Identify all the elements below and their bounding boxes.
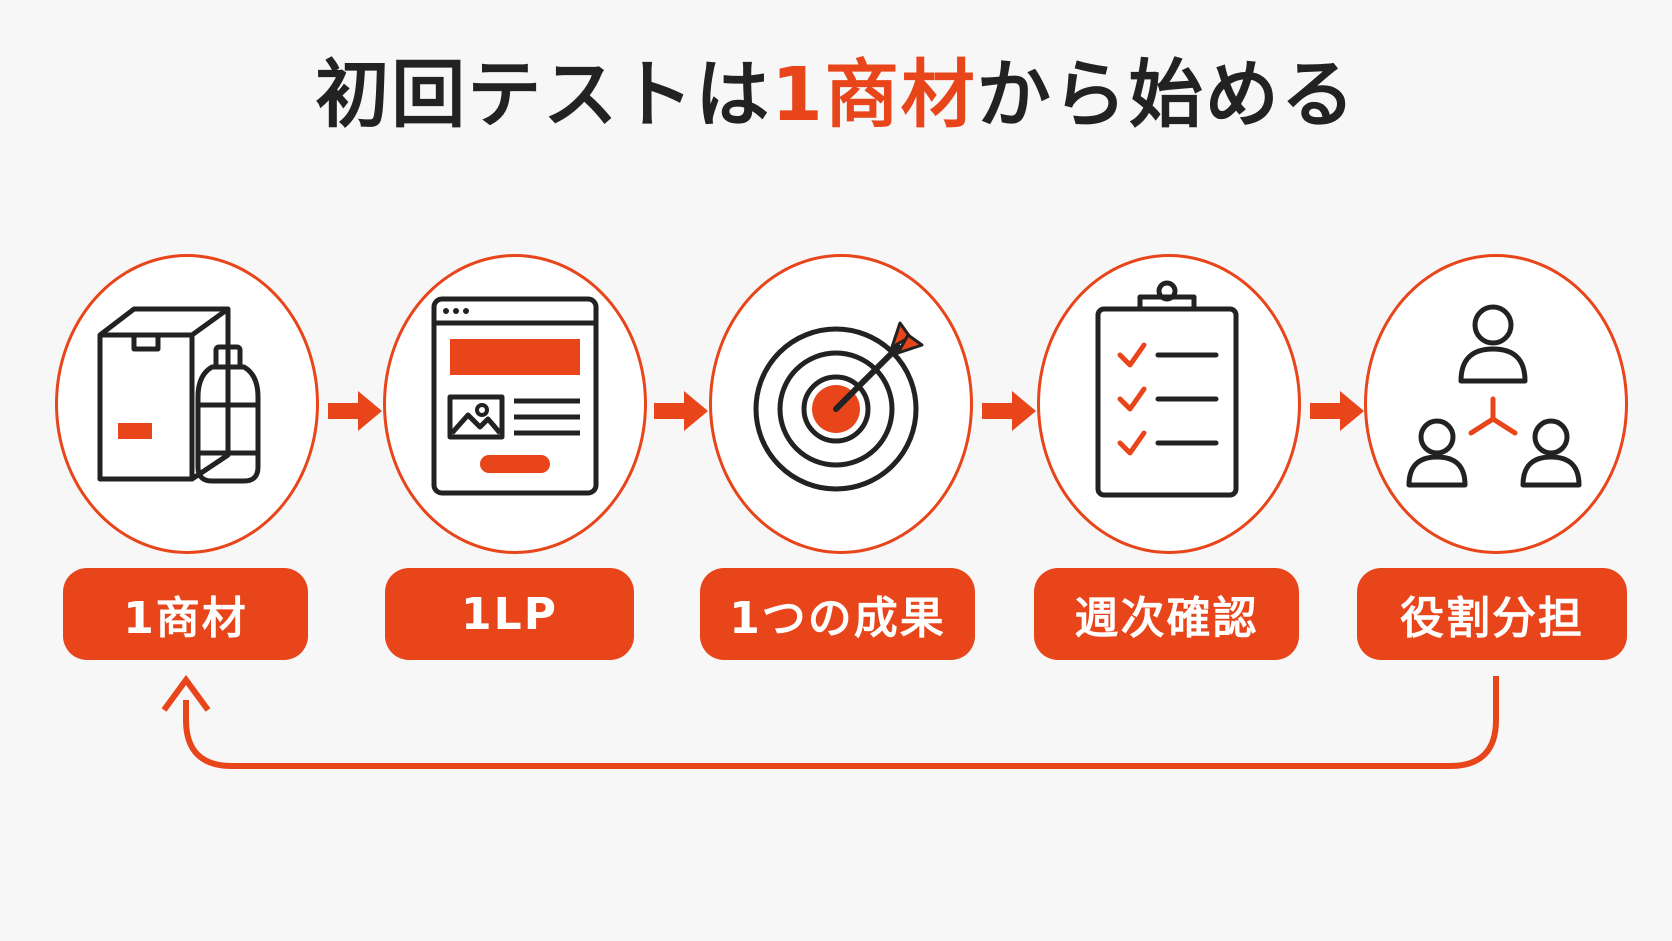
step-label-product: 1商材: [63, 568, 308, 660]
step-label-lp: 1LP: [385, 568, 634, 660]
target-arrow-icon: [753, 321, 924, 492]
step-label-result: 1つの成果: [700, 568, 975, 660]
product-box-bottle-icon: [97, 306, 261, 484]
step-4-circle: [1037, 254, 1301, 554]
arrow-right-1: [328, 391, 382, 431]
step-1-circle: [55, 254, 319, 554]
step-label-weekly-check: 週次確認: [1034, 568, 1299, 660]
clipboard-checklist-icon: [1095, 280, 1239, 498]
title-prefix: 初回テストは: [315, 52, 772, 138]
step-label-roles: 役割分担: [1357, 568, 1627, 660]
title-accent: 1商材: [771, 52, 977, 138]
step-3-circle: [709, 254, 973, 554]
arrow-right-4: [1310, 391, 1364, 431]
landing-page-icon: [431, 296, 599, 496]
team-roles-icon: [1406, 304, 1582, 488]
title-suffix: から始める: [976, 52, 1357, 138]
step-2-circle: [383, 254, 647, 554]
arrow-right-3: [982, 391, 1036, 431]
step-5-circle: [1364, 254, 1628, 554]
page-title: 初回テストは1商材から始める: [0, 58, 1672, 132]
arrow-right-2: [654, 391, 708, 431]
